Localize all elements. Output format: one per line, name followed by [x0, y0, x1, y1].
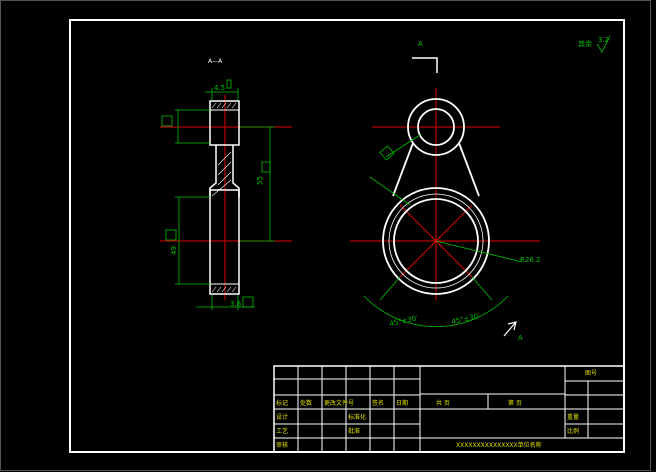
tb-label-weight: 重量: [567, 413, 579, 421]
roughness-label: 其余: [578, 39, 592, 48]
dim-bottom-width: 3.6: [230, 300, 242, 308]
tb-label-process: 工艺: [276, 427, 288, 435]
view-marker-top: A: [418, 40, 423, 48]
front-view: A R26.2 45°±30′ 45°±30′ A: [350, 40, 540, 342]
tb-col-sign: 签名: [372, 399, 384, 407]
dim-center-dist: 55: [256, 176, 264, 185]
tb-label-standard: 标准化: [348, 413, 366, 421]
tb-label-scale: 比例: [567, 427, 579, 435]
tb-label-review: 审核: [276, 441, 288, 449]
dim-angle-right: 45°±30′: [451, 312, 481, 326]
tb-col-change-doc: 更改文件号: [324, 399, 354, 407]
tb-sheet-total: 共 页: [436, 399, 450, 407]
dim-big-bore: 49: [170, 246, 178, 255]
view-marker-bottom: A: [518, 334, 523, 342]
dim-radius: R26.2: [520, 256, 540, 264]
roughness-note: 其余 3.2: [578, 35, 611, 53]
drawing-border: [69, 19, 625, 453]
tb-right-top: 图号: [585, 370, 597, 377]
section-view: A—A: [160, 58, 292, 310]
title-block: [273, 365, 625, 453]
tb-drawing-name: XXXXXXXXXXXXXXX单位名称: [456, 441, 542, 449]
tb-label-marking: 标记: [276, 399, 288, 407]
tb-sheet-no: 第 页: [508, 399, 522, 407]
roughness-value: 3.2: [598, 36, 609, 44]
dim-top-width: 4.5: [214, 84, 225, 92]
tb-label-approve: 批准: [348, 427, 360, 435]
dim-angle-left: 45°±30′: [389, 314, 419, 328]
tb-col-date: 日期: [396, 399, 408, 407]
tb-label-design: 设计: [276, 413, 288, 421]
tb-col-count: 处数: [300, 399, 312, 407]
section-label: A—A: [208, 58, 223, 65]
